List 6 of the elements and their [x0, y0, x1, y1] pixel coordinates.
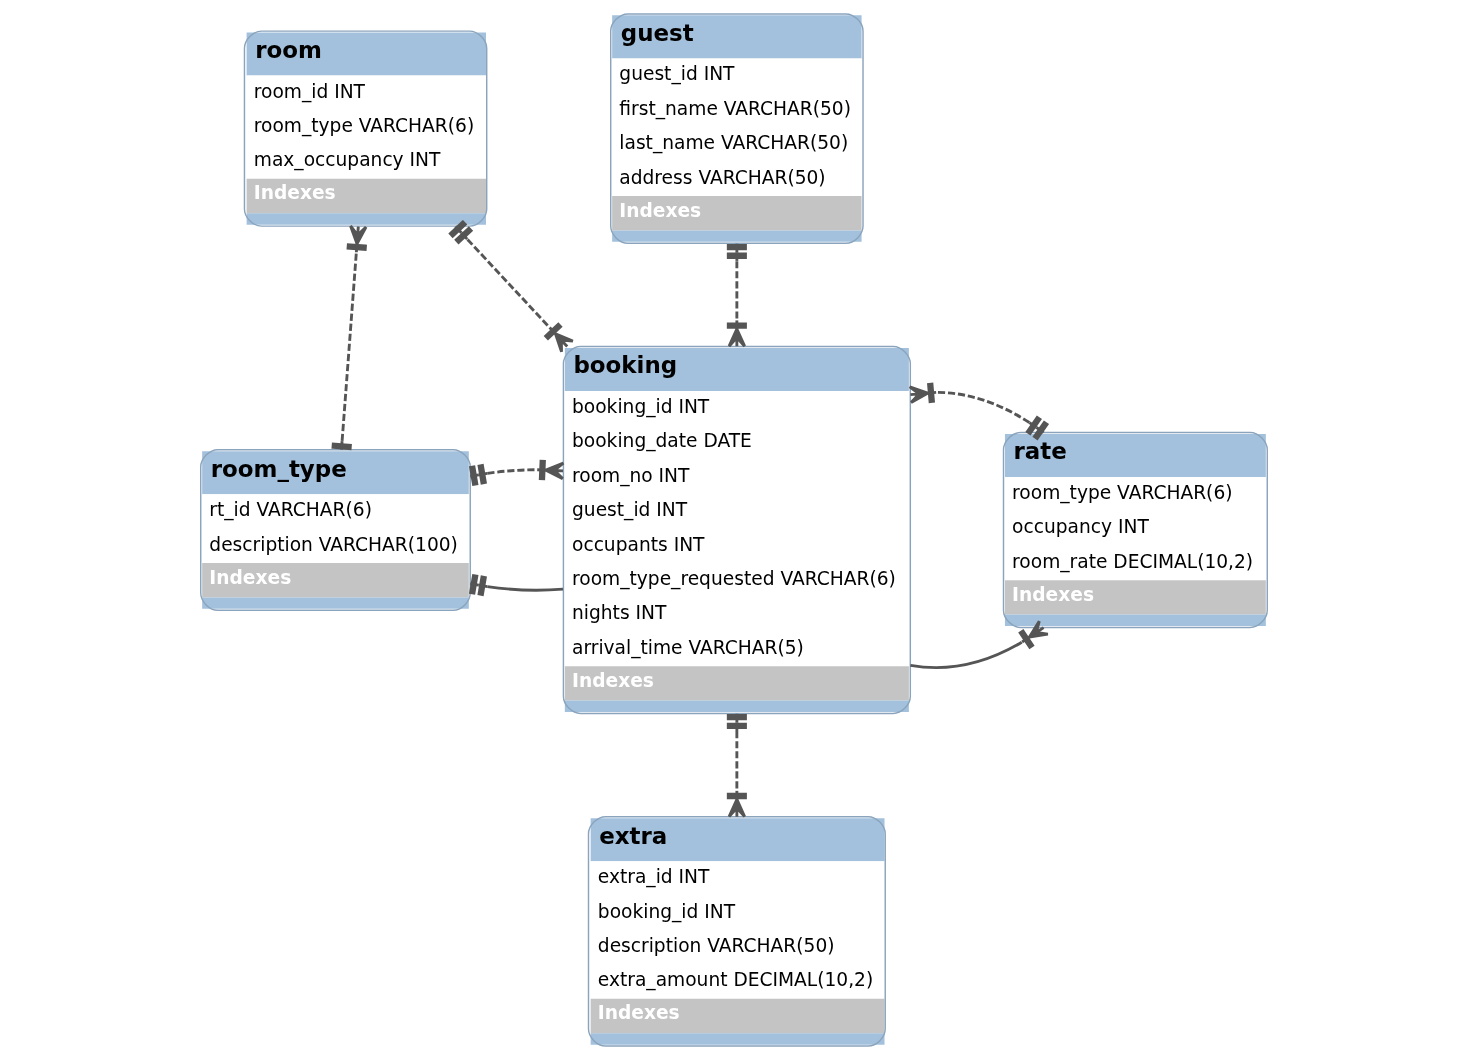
- connector: [910, 619, 1050, 669]
- connector: [331, 224, 368, 451]
- connector: [468, 573, 564, 597]
- connector: [468, 459, 565, 487]
- connector: [908, 382, 1050, 441]
- connector: [448, 219, 575, 354]
